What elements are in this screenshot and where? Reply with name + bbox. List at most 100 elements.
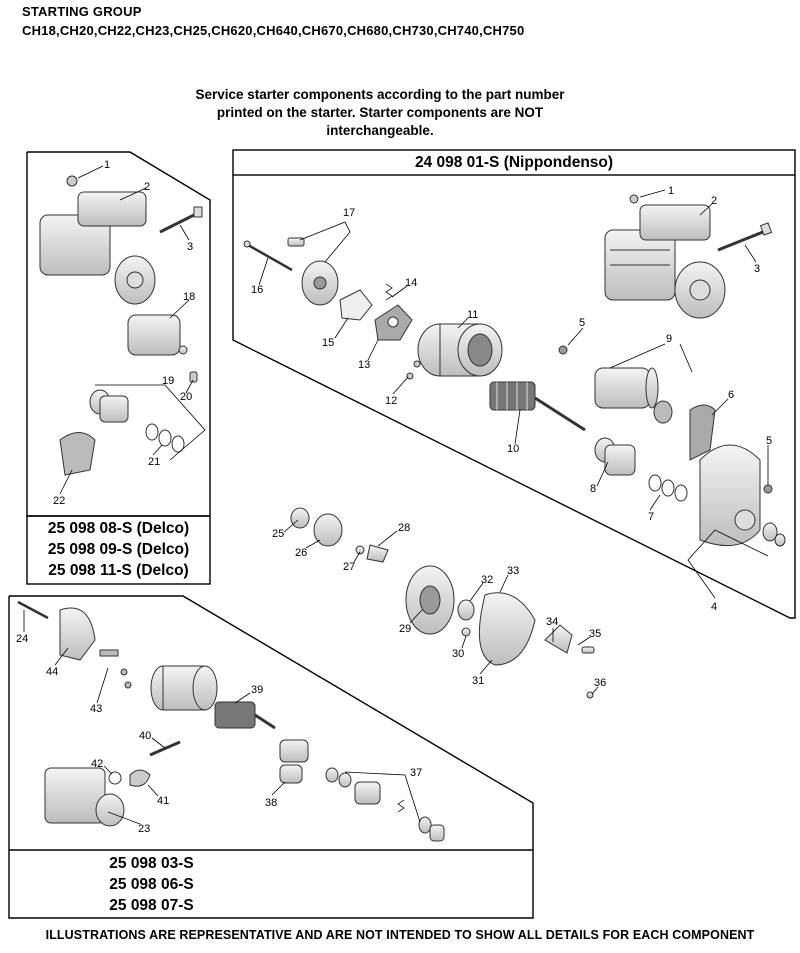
callout-24: 24	[16, 633, 28, 645]
callout-9: 9	[666, 333, 672, 345]
callout-11: 11	[467, 309, 478, 321]
callout-5b: 5	[766, 435, 772, 447]
notice-line-2: printed on the starter. Starter componen…	[216, 105, 544, 120]
callout-14: 14	[405, 277, 417, 289]
bottom-part-numbers: 25 098 03-S 25 098 06-S 25 098 07-S	[9, 853, 294, 916]
callout-7: 7	[648, 511, 654, 523]
part-number: 25 098 07-S	[109, 897, 194, 914]
footer-disclaimer: ILLUSTRATIONS ARE REPRESENTATIVE AND ARE…	[45, 928, 755, 942]
nippon-drive-8	[594, 437, 636, 476]
delco-callouts: 1 2 3 18 19 20 21 22	[53, 159, 195, 507]
callout-20: 20	[180, 391, 192, 403]
callout-5a: 5	[579, 317, 585, 329]
leader-lines	[23, 165, 769, 825]
nippon-through-bolt-16	[243, 240, 293, 272]
callout-42: 42	[91, 758, 103, 770]
notice-line-3: interchangeable.	[326, 123, 434, 138]
nippon-solenoid-9	[594, 367, 673, 424]
callout-32: 32	[481, 574, 493, 586]
callout-4: 4	[711, 601, 717, 613]
bottom-end-cap-44	[59, 607, 96, 661]
callout-44: 44	[46, 666, 58, 678]
callout-1: 1	[668, 185, 674, 197]
part-number: 25 098 08-S (Delco)	[47, 520, 190, 537]
notice-line-1: Service starter components according to …	[195, 87, 565, 102]
callout-25: 25	[272, 528, 284, 540]
delco-panel	[26, 151, 211, 585]
callout-36: 36	[594, 677, 606, 689]
nippondenso-callouts: 1 2 3 4 5 5 6 7 8 9 10 11 12 13 14 15 16…	[251, 185, 772, 613]
callout-1: 1	[104, 159, 110, 171]
callout-10: 10	[507, 443, 519, 455]
callout-19: 19	[162, 375, 174, 387]
delco-screw-20	[189, 371, 198, 383]
callout-28: 28	[398, 522, 410, 534]
callout-22: 22	[53, 495, 65, 507]
bottom-panel	[8, 595, 534, 919]
callout-23: 23	[138, 823, 150, 835]
delco-nut-1	[66, 175, 78, 187]
callout-2: 2	[711, 195, 717, 207]
callout-8: 8	[590, 483, 596, 495]
bottom-callouts: 23 24 37 38 39 40 41 42 43 44	[16, 633, 422, 835]
callout-18: 18	[183, 291, 195, 303]
service-notice: Service starter components according to …	[170, 86, 590, 140]
callout-37: 37	[410, 767, 422, 779]
delco-starter-motor	[39, 191, 156, 305]
bottom-motor-23	[44, 767, 125, 827]
nippon-brush-plate-15	[339, 289, 373, 321]
part-number: 25 098 03-S	[109, 855, 194, 872]
callout-6: 6	[728, 389, 734, 401]
callout-39: 39	[251, 684, 263, 696]
nippon-brush-holder-13	[374, 304, 413, 341]
loose-callouts: 25 26 27 28 29 30 31 32 33 34 35 36	[272, 522, 606, 689]
callout-33: 33	[507, 565, 519, 577]
callout-13: 13	[358, 359, 370, 371]
delco-part-numbers: 25 098 08-S (Delco) 25 098 09-S (Delco) …	[27, 518, 210, 581]
part-number: 25 098 06-S	[109, 876, 194, 893]
nippon-end-cap-17	[287, 237, 339, 306]
callout-15: 15	[322, 337, 334, 349]
callout-3: 3	[187, 241, 193, 253]
callout-17: 17	[343, 207, 355, 219]
bottom-solenoid-38	[279, 739, 309, 784]
delco-lever-22	[59, 432, 96, 476]
callout-40: 40	[139, 730, 151, 742]
nippon-through-bolt-3	[717, 222, 773, 252]
part-number: 25 098 11-S (Delco)	[48, 562, 189, 579]
bottom-bolt-40	[149, 740, 181, 757]
callout-27: 27	[343, 561, 355, 573]
nippon-drive-housing-4	[699, 444, 786, 547]
callout-38: 38	[265, 797, 277, 809]
bottom-hardware-43	[99, 649, 132, 689]
callout-29: 29	[399, 623, 411, 635]
model-list: CH18,CH20,CH22,CH23,CH25,CH620,CH640,CH6…	[22, 23, 525, 38]
callout-3: 3	[754, 263, 760, 275]
bottom-rod-24	[17, 600, 49, 620]
callout-21: 21	[148, 456, 160, 468]
page-title: STARTING GROUP	[22, 4, 142, 19]
nippondenso-title: 24 098 01-S (Nippondenso)	[414, 154, 614, 171]
nippon-nut-5	[558, 345, 773, 494]
nippon-field-frame-11	[417, 323, 503, 377]
callout-35: 35	[589, 628, 601, 640]
nippon-armature-10	[489, 381, 586, 432]
callout-26: 26	[295, 547, 307, 559]
delco-drive-19	[89, 389, 129, 423]
callout-41: 41	[157, 795, 169, 807]
loose-parts	[290, 507, 595, 699]
bottom-washer-42-41	[108, 769, 151, 787]
callout-30: 30	[452, 648, 464, 660]
nippon-spring-14	[385, 283, 393, 301]
delco-retainers-21	[145, 423, 185, 453]
delco-bolt-3	[159, 206, 203, 234]
callout-43: 43	[90, 703, 102, 715]
delco-solenoid-18	[127, 314, 188, 356]
callout-12: 12	[385, 395, 397, 407]
part-number: 25 098 09-S (Delco)	[47, 541, 190, 558]
callout-34: 34	[546, 616, 558, 628]
callout-31: 31	[472, 675, 484, 687]
callout-16: 16	[251, 284, 263, 296]
nippon-starter-motor	[604, 204, 726, 319]
